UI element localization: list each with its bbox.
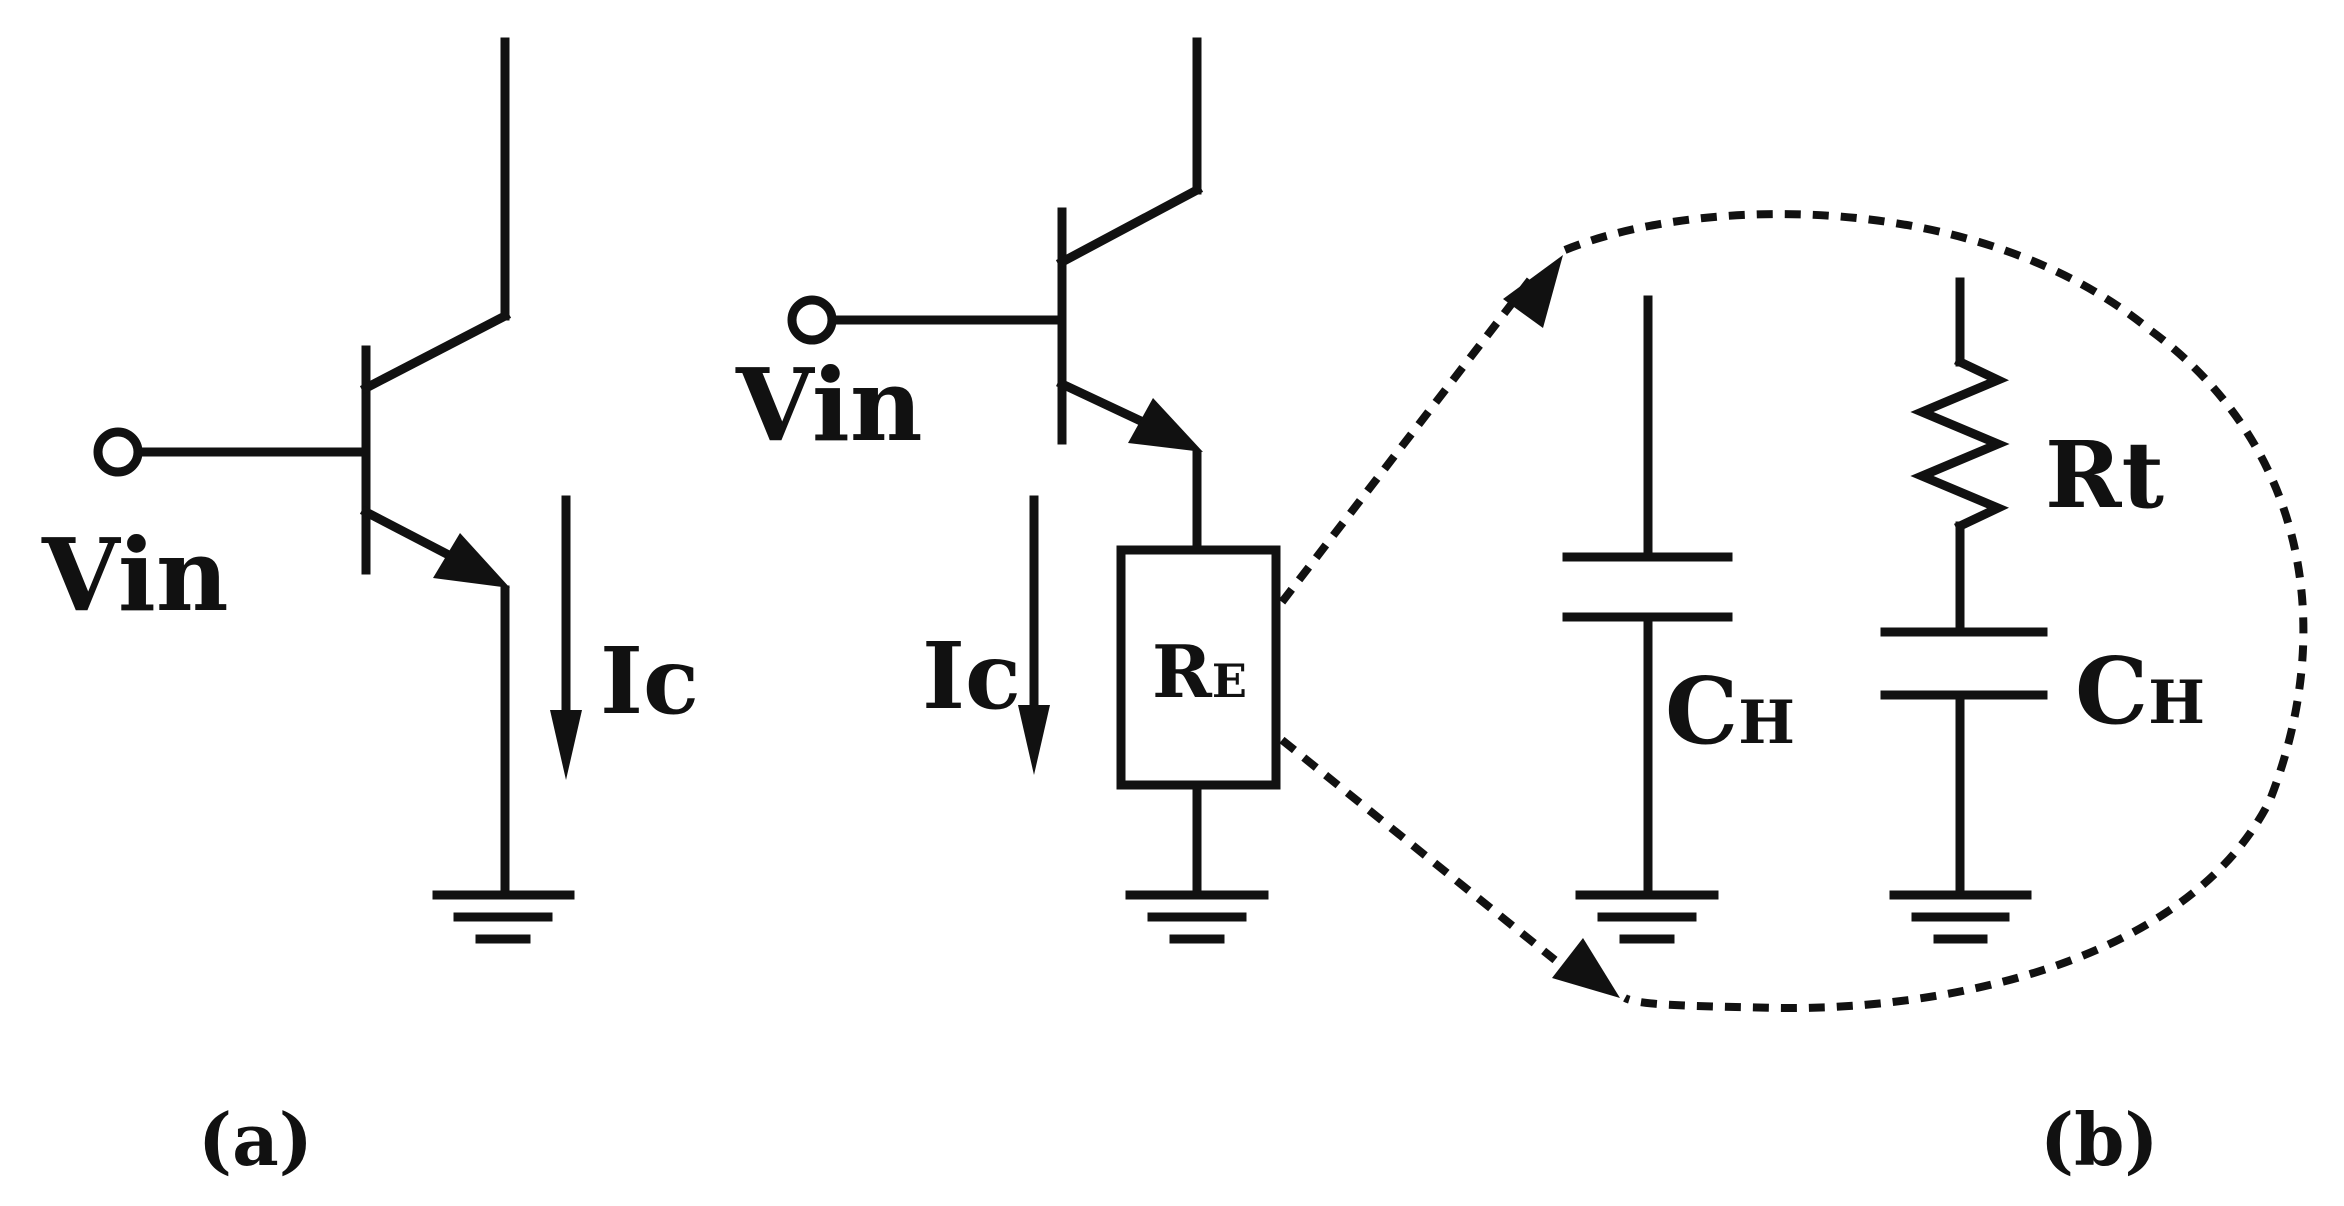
ic-arrowhead-b — [1018, 705, 1050, 775]
emitter-arrow-a — [433, 533, 510, 588]
ic-label-a: Ic — [600, 627, 699, 735]
ground-symbol-b — [1125, 890, 1269, 944]
zoom-arrowhead-upper — [1503, 255, 1563, 328]
zoom-arrowhead-lower — [1552, 938, 1620, 998]
panel-a-caption: (a) — [198, 1097, 313, 1182]
ch-label-2: CH — [2075, 637, 2205, 745]
rt-resistor-zigzag — [1910, 356, 2010, 532]
detail-enclosure — [1563, 210, 2308, 1013]
panel-a: Vin Ic (a) — [41, 37, 699, 1182]
ch-capacitor-branch-1 — [1562, 295, 1733, 944]
ic-label-b: Ic — [922, 622, 1021, 730]
rt-label: Rt — [2045, 421, 2164, 529]
ch-label-1: CH — [1665, 657, 1795, 765]
emitter-arrow-b — [1128, 398, 1203, 452]
panel-b: Vin Ic RE CH — [735, 37, 2308, 1182]
re-label: RE — [1152, 629, 1247, 714]
ground-symbol-a — [432, 890, 575, 944]
collector-leg-b — [1055, 183, 1204, 269]
ic-arrow-b — [1018, 495, 1050, 775]
panel-b-caption: (b) — [2040, 1097, 2158, 1182]
vin-terminal-b — [787, 295, 837, 345]
vin-terminal-a — [93, 427, 143, 477]
zoom-line-lower — [1279, 736, 1558, 964]
zoom-line-upper — [1278, 277, 1534, 605]
rt-ch-branch-2 — [1880, 277, 2048, 944]
vin-label-a: Vin — [41, 516, 229, 634]
collector-leg-a — [359, 309, 512, 395]
ic-arrow-a — [550, 495, 582, 780]
vin-label-b: Vin — [735, 346, 923, 464]
